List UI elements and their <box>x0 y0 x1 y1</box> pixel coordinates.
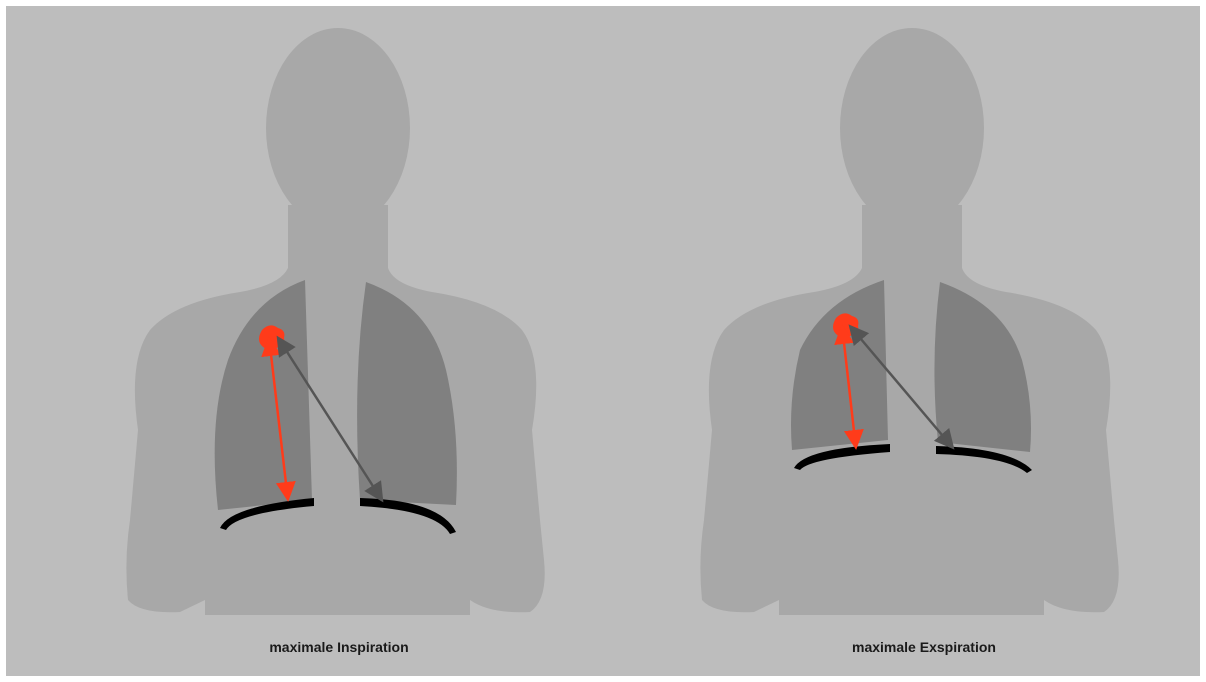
caption-inspiration: maximale Inspiration <box>269 639 408 655</box>
caption-exspiration: maximale Exspiration <box>852 639 996 655</box>
